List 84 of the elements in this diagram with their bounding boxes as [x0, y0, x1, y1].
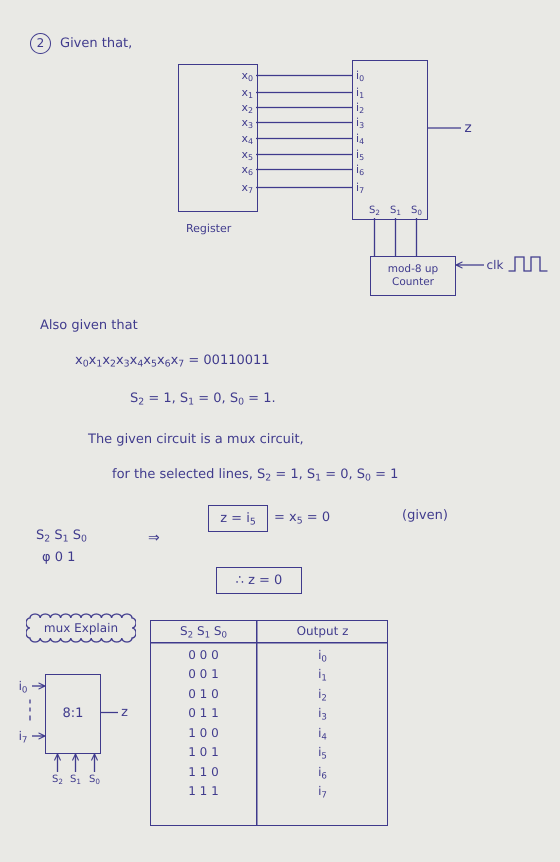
equation: = x$_{5}$ = 0 — [274, 510, 330, 526]
select-label: S$_{0}$ — [86, 772, 103, 787]
intro-text: Given that, — [60, 36, 132, 52]
wire — [101, 712, 118, 714]
cloud-heading: mux Explain — [26, 613, 136, 643]
variable-names: S$_{2}$ S$_{1}$ S$_{0}$ — [36, 528, 87, 544]
counter-box: mod-8 up Counter — [370, 256, 456, 296]
wire — [256, 122, 353, 124]
table-cell-text: i$_{0}$ — [317, 646, 328, 664]
wire — [256, 138, 353, 140]
table-header-cell-text: Output z — [296, 623, 350, 640]
sentence: for the selected lines, S$_{2}$ = 1, S$_{1}$ = 0, S$_{0}$ = 1 — [112, 467, 398, 483]
table-cell-text: i$_{7}$ — [317, 783, 328, 800]
wire — [256, 168, 353, 170]
table-cell-text: 1 0 1 — [187, 744, 220, 762]
pin-label: i$_{5}$ — [353, 148, 377, 162]
wire — [256, 92, 353, 94]
pin-label: S$_{2}$ — [365, 203, 384, 218]
component-label: Register — [186, 222, 232, 236]
wire — [256, 154, 353, 156]
input-label: i$_{7}$ — [14, 728, 32, 744]
pin-label: i$_{0}$ — [353, 68, 377, 82]
table-cell-text: i$_{1}$ — [317, 666, 328, 684]
pin-label: x$_{0}$ — [222, 68, 256, 82]
wire — [256, 186, 353, 188]
register-box — [178, 64, 258, 212]
pin-label: i$_{3}$ — [353, 116, 377, 130]
output-label: z — [118, 704, 131, 721]
wire — [394, 218, 396, 256]
select-label: S$_{1}$ — [67, 772, 84, 787]
table-cell-text: 1 1 0 — [187, 764, 220, 781]
pin-label: S$_{1}$ — [386, 203, 405, 218]
table-header-cell-text: S$_{2}$ S$_{1}$ S$_{0}$ — [179, 623, 228, 642]
pin-label: i$_{1}$ — [353, 86, 377, 100]
pin-label: x$_{7}$ — [222, 180, 256, 194]
arrow — [72, 753, 80, 772]
arrow — [54, 753, 62, 772]
clock-label: clk — [484, 257, 506, 273]
equation: S$_{2}$ = 1, S$_{1}$ = 0, S$_{0}$ = 1. — [130, 391, 276, 407]
wire — [256, 106, 353, 108]
table-cell-text: 0 0 0 — [187, 646, 220, 664]
sentence: The given circuit is a mux circuit, — [88, 432, 304, 448]
select-values: φ 0 1 — [42, 550, 76, 566]
implies-sign: ⇒ — [148, 530, 160, 547]
pin-label: S$_{0}$ — [407, 203, 426, 218]
equation: x$_{0}$x$_{1}$x$_{2}$x$_{3}$x$_{4}$x$_{5}$x$_{6}$x$_{7}$ = 00110011 — [75, 353, 270, 369]
arrow — [32, 732, 46, 740]
pin-label: x$_{3}$ — [222, 116, 256, 130]
wire — [428, 127, 461, 129]
table-cell-text: 1 1 1 — [187, 783, 220, 800]
arrow — [90, 753, 98, 772]
table-cell-text: i$_{2}$ — [317, 686, 328, 703]
wire — [374, 218, 376, 256]
note: (given) — [402, 508, 448, 524]
pin-label: x$_{2}$ — [222, 100, 256, 114]
table-cell-text: 0 1 0 — [187, 686, 220, 703]
arrow — [32, 682, 46, 690]
multiplexer-box: 8:1 — [45, 674, 101, 754]
table-cell-text: i$_{5}$ — [317, 744, 328, 762]
arrow — [455, 261, 484, 269]
select-label: S$_{2}$ — [49, 772, 66, 787]
pin-label: i$_{7}$ — [353, 180, 377, 194]
pin-label: i$_{6}$ — [353, 162, 377, 176]
pin-label: i$_{2}$ — [353, 100, 377, 114]
output-label: z — [461, 119, 475, 137]
table-cell-text: 0 0 1 — [187, 666, 220, 684]
question-number: 2 — [30, 33, 51, 54]
pin-label: x$_{6}$ — [222, 162, 256, 176]
table-cell-text: i$_{6}$ — [317, 764, 328, 781]
table-cell-text: i$_{4}$ — [317, 724, 328, 742]
pin-label: x$_{5}$ — [222, 148, 256, 162]
pin-label: x$_{4}$ — [222, 132, 256, 146]
boxed-equation: z = i$_{5}$ — [208, 505, 268, 532]
input-label: i$_{0}$ — [14, 678, 32, 694]
table-cell-text: 1 0 0 — [187, 724, 220, 742]
intro-text: Also given that — [40, 318, 138, 334]
wire — [256, 74, 353, 76]
table-cell-text: i$_{3}$ — [317, 705, 328, 722]
pin-label: x$_{1}$ — [222, 86, 256, 100]
multiplexer-box — [352, 60, 428, 220]
wire — [416, 218, 418, 256]
table-cell-text: 0 1 1 — [187, 705, 220, 722]
pin-label: i$_{4}$ — [353, 132, 377, 146]
boxed-equation: ∴ z = 0 — [216, 567, 302, 594]
